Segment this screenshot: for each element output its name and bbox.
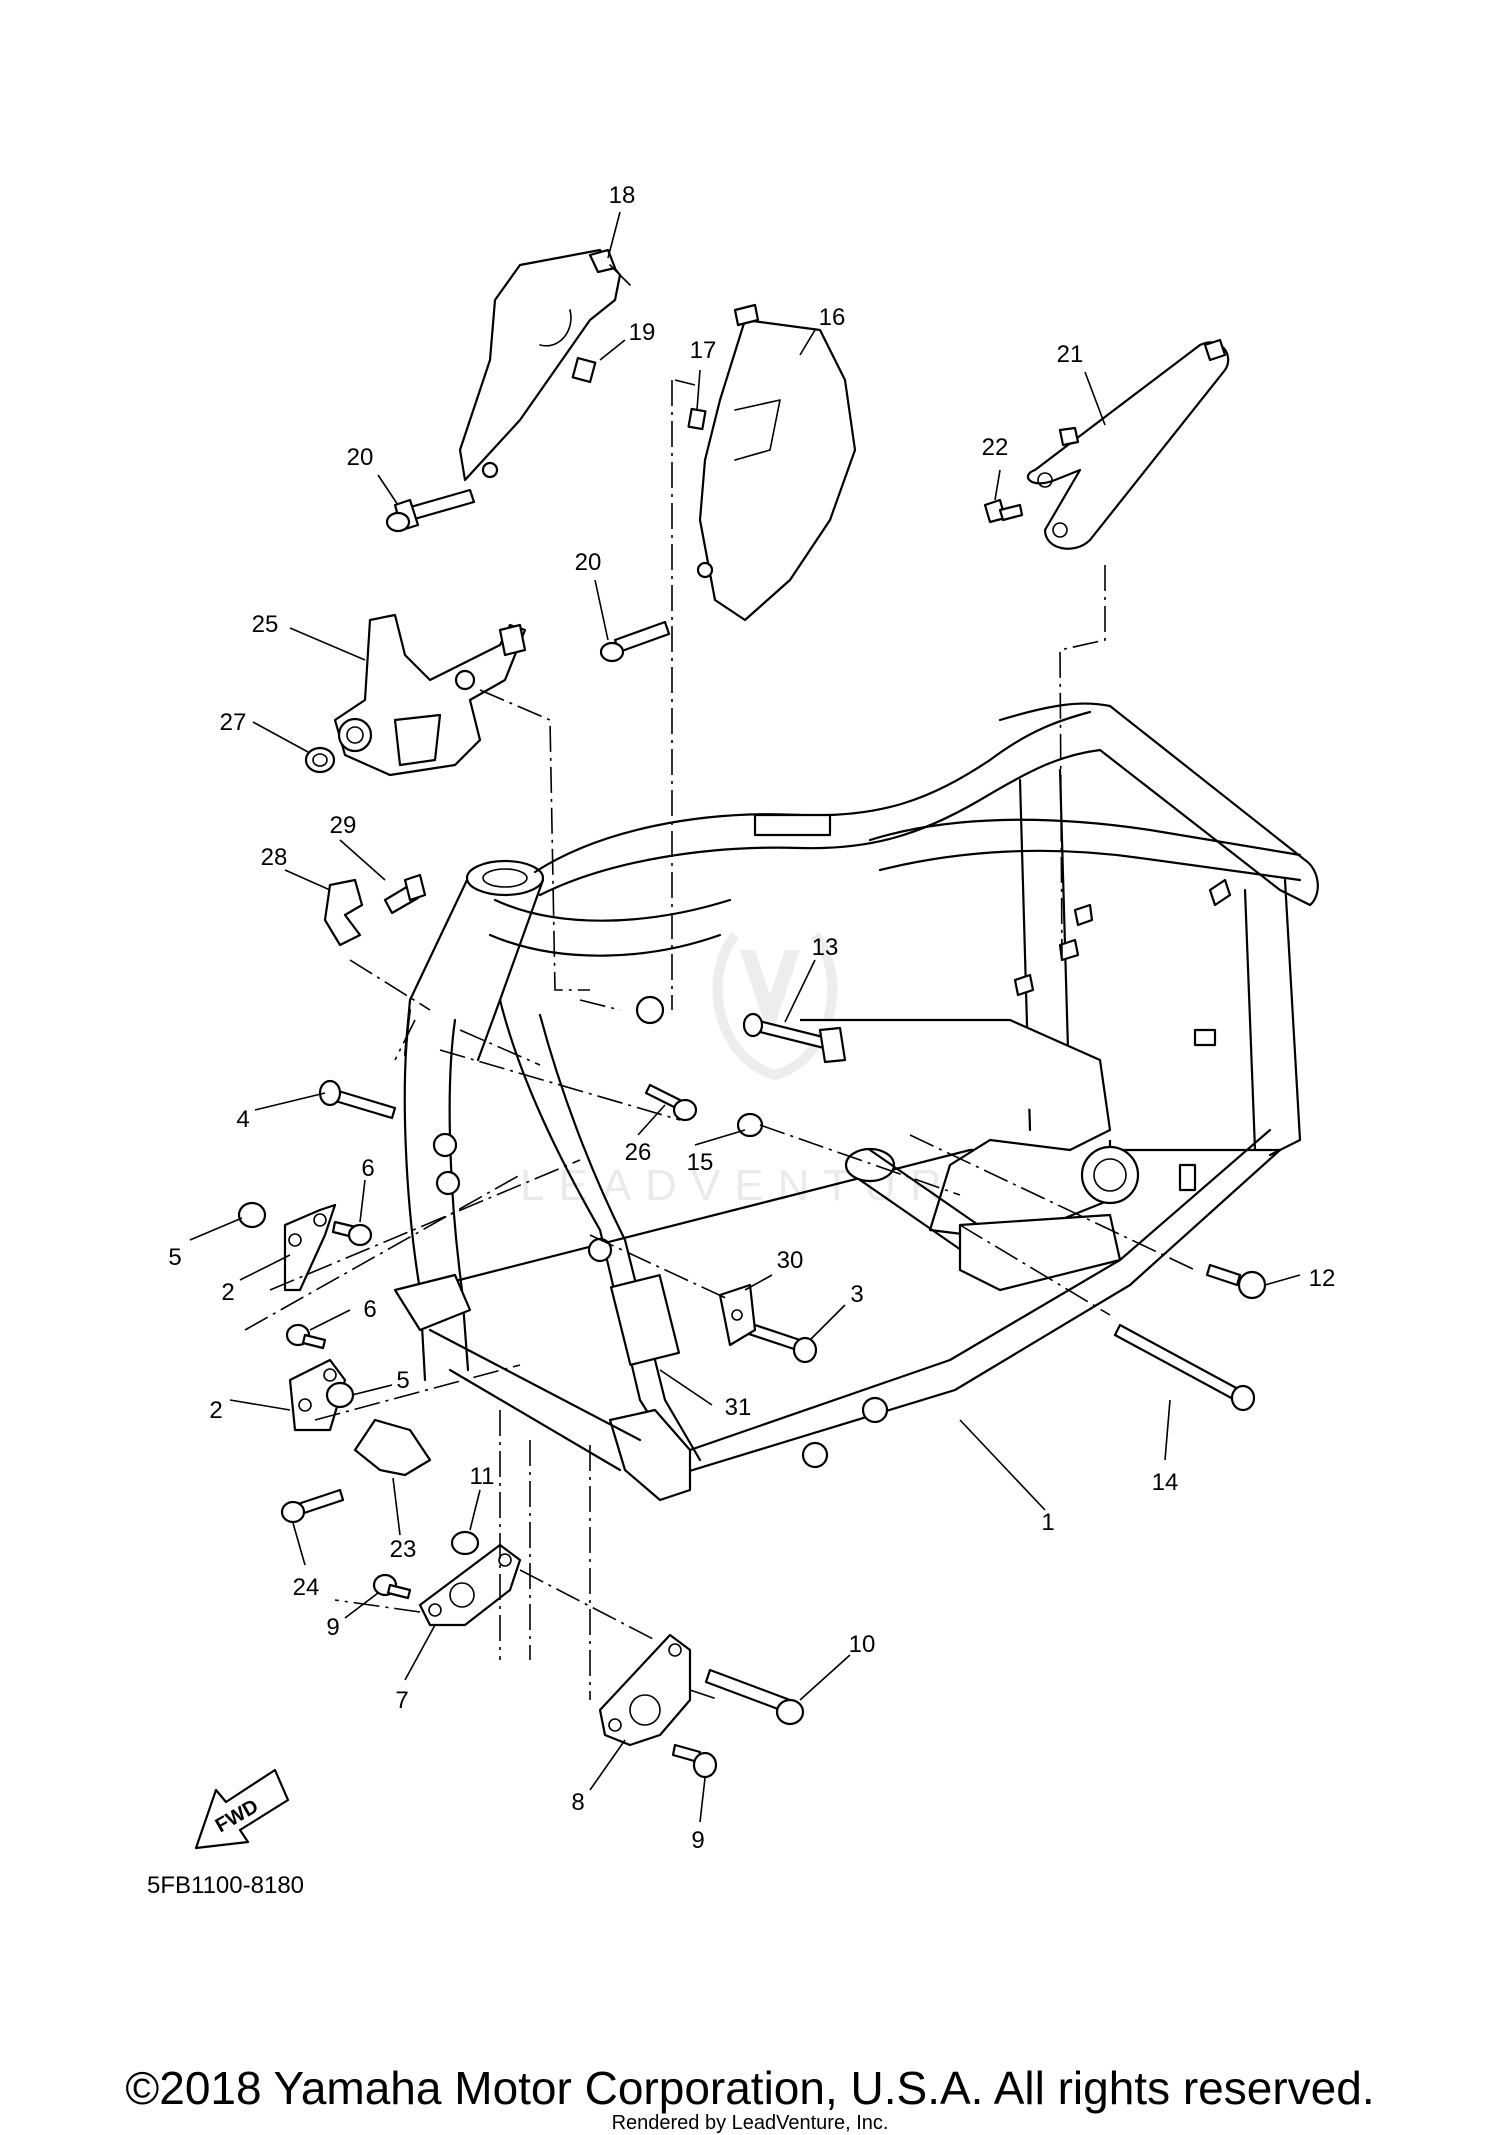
part-9-bolt-a	[372, 1573, 412, 1600]
callout-16: 16	[819, 304, 846, 331]
callout-7: 7	[395, 1687, 408, 1714]
main-frame	[393, 702, 1319, 1502]
callout-27: 27	[220, 709, 247, 736]
fwd-arrow-icon: FWD	[194, 1768, 290, 1850]
part-17-pad	[687, 407, 707, 431]
part-18-side-cover	[458, 248, 631, 482]
callout-6-lower: 6	[363, 1296, 376, 1323]
callout-22: 22	[982, 434, 1009, 461]
callout-11: 11	[470, 1463, 495, 1490]
callout-labels: 1 2 2 3 4 5 5 6 6 7 8 9 9 10 11 12 13 14…	[168, 182, 1335, 1854]
part-19-pad	[571, 356, 597, 384]
part-20-bolt-b	[599, 620, 671, 663]
part-10-bolt	[704, 1668, 805, 1726]
part-15-washer	[736, 1112, 764, 1138]
callout-23: 23	[390, 1536, 417, 1563]
part-6-bolt-b	[285, 1323, 327, 1350]
callout-8: 8	[571, 1789, 584, 1816]
rendered-by-credit: Rendered by LeadVenture, Inc.	[611, 2112, 889, 2134]
callout-18: 18	[609, 182, 636, 209]
part-30-clip	[718, 1283, 757, 1347]
part-6-bolt-a	[331, 1220, 373, 1247]
callout-14: 14	[1152, 1469, 1179, 1496]
part-24-bolt	[280, 1488, 345, 1524]
callout-3: 3	[850, 1281, 863, 1308]
callout-19: 19	[629, 319, 656, 346]
callout-13: 13	[812, 934, 839, 961]
callout-17: 17	[690, 337, 717, 364]
part-12-bolt	[1205, 1263, 1267, 1300]
callout-1: 1	[1041, 1509, 1054, 1536]
part-31-label	[609, 1274, 681, 1366]
callout-6-upper: 6	[361, 1155, 374, 1182]
part-25-bracket	[333, 613, 527, 777]
part-4-bolt	[318, 1079, 397, 1120]
callout-29: 29	[330, 812, 357, 839]
part-21-bracket	[1027, 338, 1230, 550]
part-16-cover	[696, 303, 857, 622]
part-27-nut	[304, 746, 336, 774]
part-11-washer	[450, 1530, 480, 1556]
callout-9-left: 9	[326, 1614, 339, 1641]
alignment-lines	[244, 379, 1196, 1701]
part-13-bolt	[742, 1012, 847, 1064]
part-5-washer-a	[237, 1201, 267, 1229]
callout-26: 26	[625, 1139, 652, 1166]
part-9-bolt-b	[671, 1743, 718, 1779]
part-29-bolt	[383, 873, 427, 915]
callout-24: 24	[293, 1574, 320, 1601]
callout-28: 28	[261, 844, 288, 871]
callout-20-upper: 20	[347, 444, 374, 471]
callout-21: 21	[1057, 341, 1084, 368]
diagram-code: 5FB1100-8180	[147, 1872, 304, 1899]
part-26-bolt	[644, 1083, 698, 1122]
callout-4: 4	[236, 1106, 249, 1133]
callout-20-lower: 20	[575, 549, 602, 576]
part-8-plate	[598, 1633, 692, 1747]
part-23-clamp	[353, 1418, 432, 1477]
callout-30: 30	[777, 1247, 804, 1274]
callout-9-right: 9	[691, 1827, 704, 1854]
callout-10: 10	[849, 1631, 876, 1658]
watermark-text: LEADVENTURE	[520, 1161, 999, 1210]
callout-12: 12	[1309, 1265, 1336, 1292]
callout-5-upper: 5	[168, 1244, 181, 1271]
part-7-plate	[418, 1543, 522, 1627]
callout-15: 15	[687, 1149, 714, 1176]
part-2-plate-a	[283, 1203, 337, 1292]
part-28-clamp	[323, 878, 364, 947]
leader-lines	[189, 211, 1301, 1823]
part-20-bolt-a	[385, 488, 476, 533]
callout-31: 31	[725, 1394, 752, 1421]
callout-2-upper: 2	[221, 1279, 234, 1306]
part-22-nut	[983, 498, 1024, 524]
part-5-washer-b	[325, 1381, 355, 1409]
part-14-through-bolt	[1113, 1323, 1256, 1412]
callout-5-lower: 5	[396, 1367, 409, 1394]
copyright-notice: ©2018 Yamaha Motor Corporation, U.S.A. A…	[125, 2062, 1375, 2114]
callout-2-lower: 2	[209, 1397, 222, 1424]
watermark-logo: LEADVENTURE	[520, 931, 999, 1210]
callout-25: 25	[252, 611, 279, 638]
